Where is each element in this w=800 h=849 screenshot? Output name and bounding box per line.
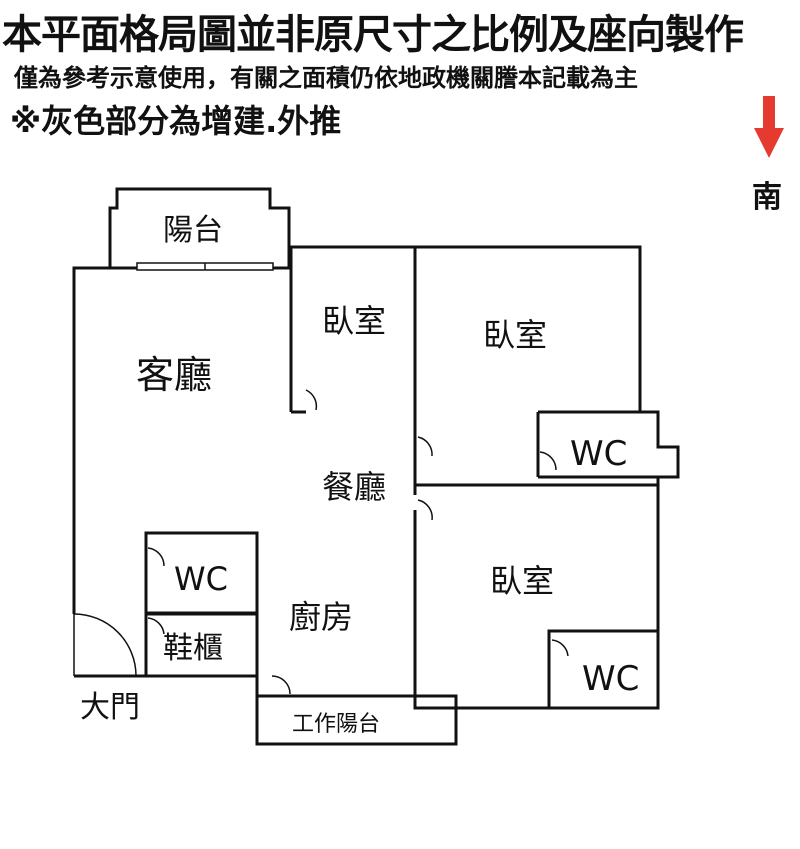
label-main-door: 大門 [80, 690, 140, 725]
label-living-room: 客廳 [136, 353, 212, 397]
gray-area-note: ※灰色部分為增建.外推 [10, 102, 342, 140]
label-shoe-cabinet: 鞋櫃 [163, 631, 223, 666]
label-wc-left: WC [174, 560, 228, 598]
label-dining-room: 餐廳 [322, 468, 386, 506]
label-bedroom-small: 臥室 [322, 302, 386, 340]
disclaimer-title: 本平面格局圖並非原尺寸之比例及座向製作 [2, 12, 744, 58]
label-balcony: 陽台 [163, 213, 223, 248]
outer-walls [72, 245, 680, 746]
compass-south-label: 南 [752, 180, 782, 215]
door-swings [73, 389, 569, 695]
label-wc-right: WC [570, 434, 627, 474]
label-bedroom-lower: 臥室 [490, 562, 554, 600]
label-kitchen: 廚房 [289, 598, 353, 636]
disclaimer-subtitle: 僅為參考示意使用，有關之面積仍依地政機關謄本記載為主 [14, 64, 638, 92]
label-utility-balcony: 工作陽台 [292, 712, 380, 737]
label-wc-lower: WC [582, 659, 639, 699]
label-bedroom-right: 臥室 [483, 316, 547, 354]
south-arrow-icon [754, 96, 784, 158]
